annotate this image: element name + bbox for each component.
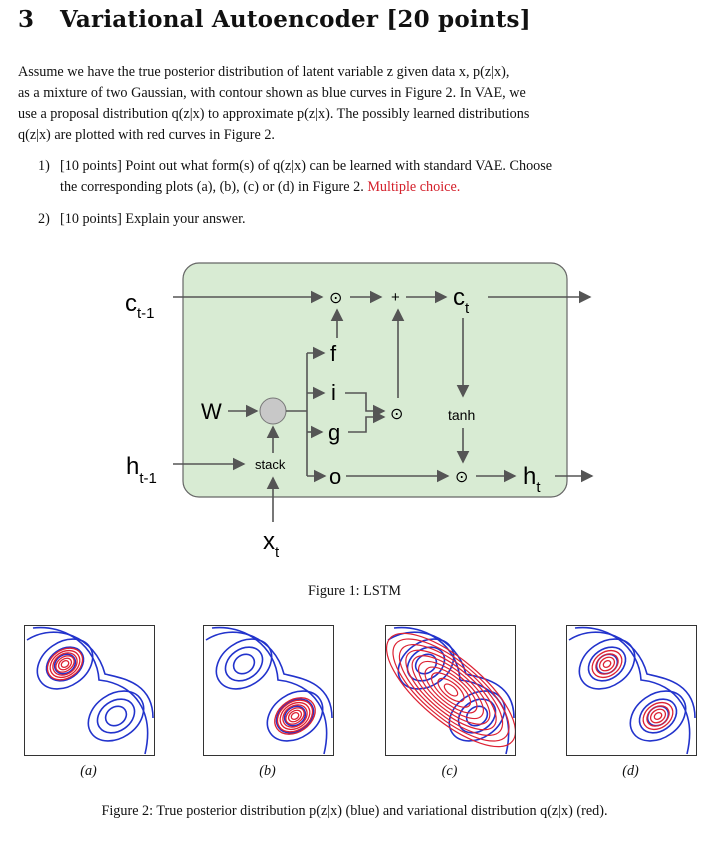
question-1-number: 1) bbox=[38, 158, 50, 174]
lstm-diagram: ct-1 ⊙ + ct f W i g o ⊙ tanh ⊙ ht ht-1 s… bbox=[125, 262, 594, 561]
intro-line-2: as a mixture of two Gaussian, with conto… bbox=[18, 85, 526, 101]
gate-i: i bbox=[331, 380, 336, 405]
c-out-label: ct bbox=[453, 284, 470, 317]
plot-a bbox=[24, 625, 155, 756]
output-multiply: ⊙ bbox=[455, 469, 468, 486]
plot-a-label: (a) bbox=[80, 763, 97, 779]
plot-d-label: (d) bbox=[622, 763, 639, 779]
plot-b bbox=[203, 625, 334, 756]
input-multiply: ⊙ bbox=[390, 406, 403, 423]
h-out-label: ht bbox=[523, 463, 541, 496]
intro-line-3: use a proposal distribution q(z|x) to ap… bbox=[18, 106, 530, 122]
section-title: 3 Variational Autoencoder [20 points] bbox=[18, 6, 531, 33]
plus-node: + bbox=[391, 289, 400, 306]
c-prev-label: ct-1 bbox=[125, 290, 155, 322]
gate-o: o bbox=[329, 464, 341, 489]
multiple-choice-note: Multiple choice. bbox=[367, 179, 461, 195]
tanh-label: tanh bbox=[448, 407, 475, 423]
gate-g: g bbox=[328, 420, 340, 445]
question-1-line-1: [10 points] Point out what form(s) of q(… bbox=[60, 158, 553, 174]
plot-d bbox=[566, 625, 697, 756]
figure-1-caption: Figure 1: LSTM bbox=[307, 583, 401, 599]
section-number: 3 bbox=[18, 6, 35, 33]
section-title-text: Variational Autoencoder [20 points] bbox=[60, 6, 531, 33]
intro-line-4: q(z|x) are plotted with red curves in Fi… bbox=[18, 127, 275, 143]
plot-b-label: (b) bbox=[259, 763, 276, 779]
weight-label: W bbox=[201, 399, 222, 424]
plot-c-label: (c) bbox=[441, 763, 458, 779]
question-1-line-2: the corresponding plots (a), (b), (c) or… bbox=[60, 179, 364, 195]
question-1: 1) [10 points] Point out what form(s) of… bbox=[38, 156, 694, 198]
matmul-node bbox=[259, 397, 287, 425]
gate-f: f bbox=[330, 341, 337, 366]
h-prev-label: ht-1 bbox=[126, 453, 157, 487]
forget-multiply: ⊙ bbox=[329, 290, 342, 307]
lstm-cell-box bbox=[182, 262, 568, 498]
plot-c bbox=[385, 625, 516, 756]
intro-paragraph: Assume we have the true posterior distri… bbox=[18, 62, 694, 146]
question-2: 2) [10 points] Explain your answer. bbox=[38, 209, 694, 230]
question-2-number: 2) bbox=[38, 211, 50, 227]
question-2-text: [10 points] Explain your answer. bbox=[60, 211, 246, 227]
intro-line-1: Assume we have the true posterior distri… bbox=[18, 64, 510, 80]
x-input-label: xt bbox=[263, 528, 280, 561]
figure-2-caption: Figure 2: True posterior distribution p(… bbox=[101, 803, 608, 819]
stack-label: stack bbox=[255, 457, 286, 472]
